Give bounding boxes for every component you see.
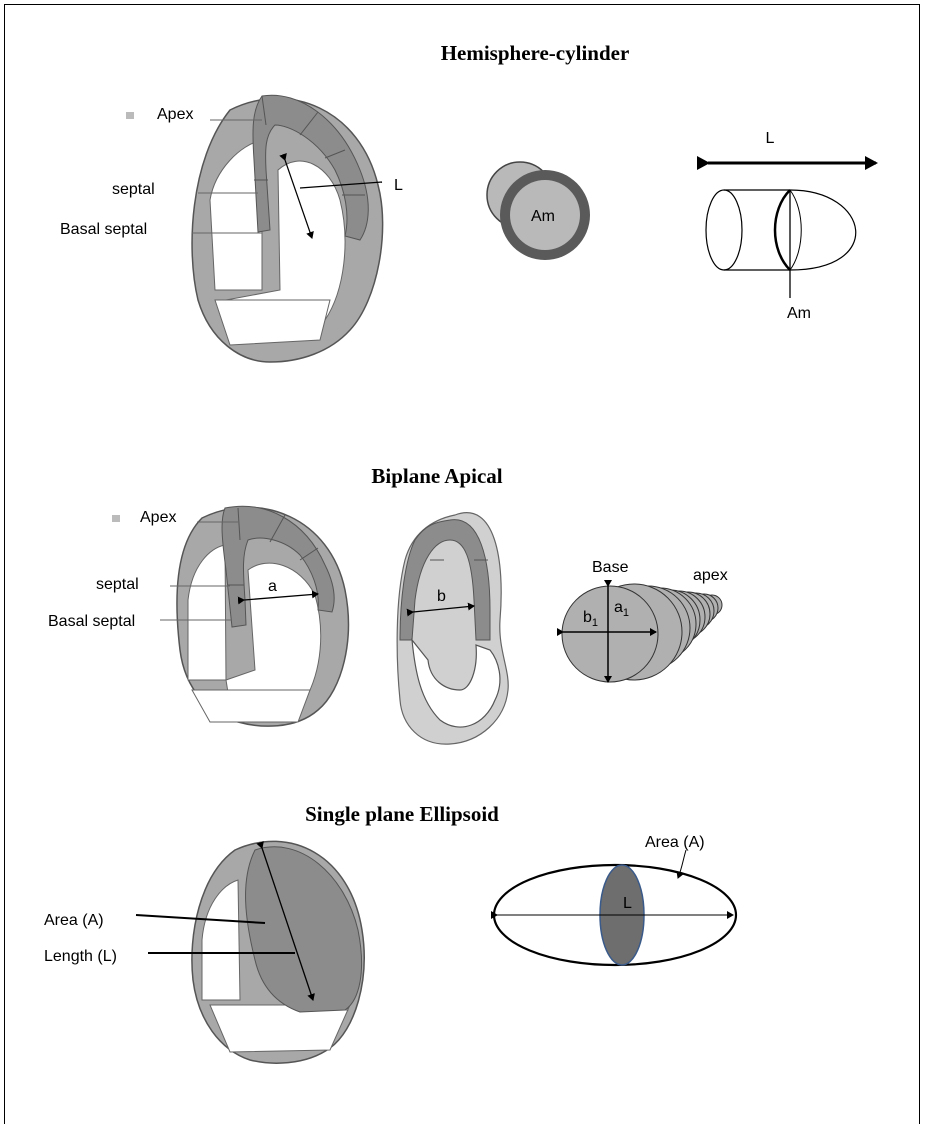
legend-square-1 [126,112,134,119]
disc-stack-simpson [562,584,722,682]
heart-diagram-1 [192,95,383,362]
ellipse-area-label: Area (A) [645,834,705,851]
cylinder-length-label: L [766,130,775,147]
label-length-3: Length (L) [44,948,117,965]
disc-label-am: Am [531,208,555,225]
label-apex-1: Apex [157,106,193,123]
heart-diagram-2 [160,506,348,726]
hemisphere-cylinder-shape [706,163,876,298]
heart-diagram-two-chamber [397,513,508,744]
ellipse-length-label: L [623,895,632,912]
ellipsoid-title: Single plane Ellipsoid [305,802,499,826]
label-length-1: L [394,177,403,194]
disc-label-base: Base [592,559,629,576]
legend-square-2 [112,515,120,522]
biplane-title: Biplane Apical [371,464,502,488]
label-septal-2: septal [96,576,139,593]
heart-diagram-3 [136,841,364,1063]
label-area-3: Area (A) [44,912,104,929]
cylinder-area-label: Am [787,305,811,322]
label-basal-septal-2: Basal septal [48,613,135,630]
label-apex-2: Apex [140,509,176,526]
hemisphere-title: Hemisphere-cylinder [441,41,630,65]
label-septal-1: septal [112,181,155,198]
label-a: a [268,578,277,595]
label-b: b [437,588,446,605]
label-basal-septal-1: Basal septal [60,221,147,238]
disc-label-apex: apex [693,567,728,584]
ellipsoid-shape [494,850,736,965]
